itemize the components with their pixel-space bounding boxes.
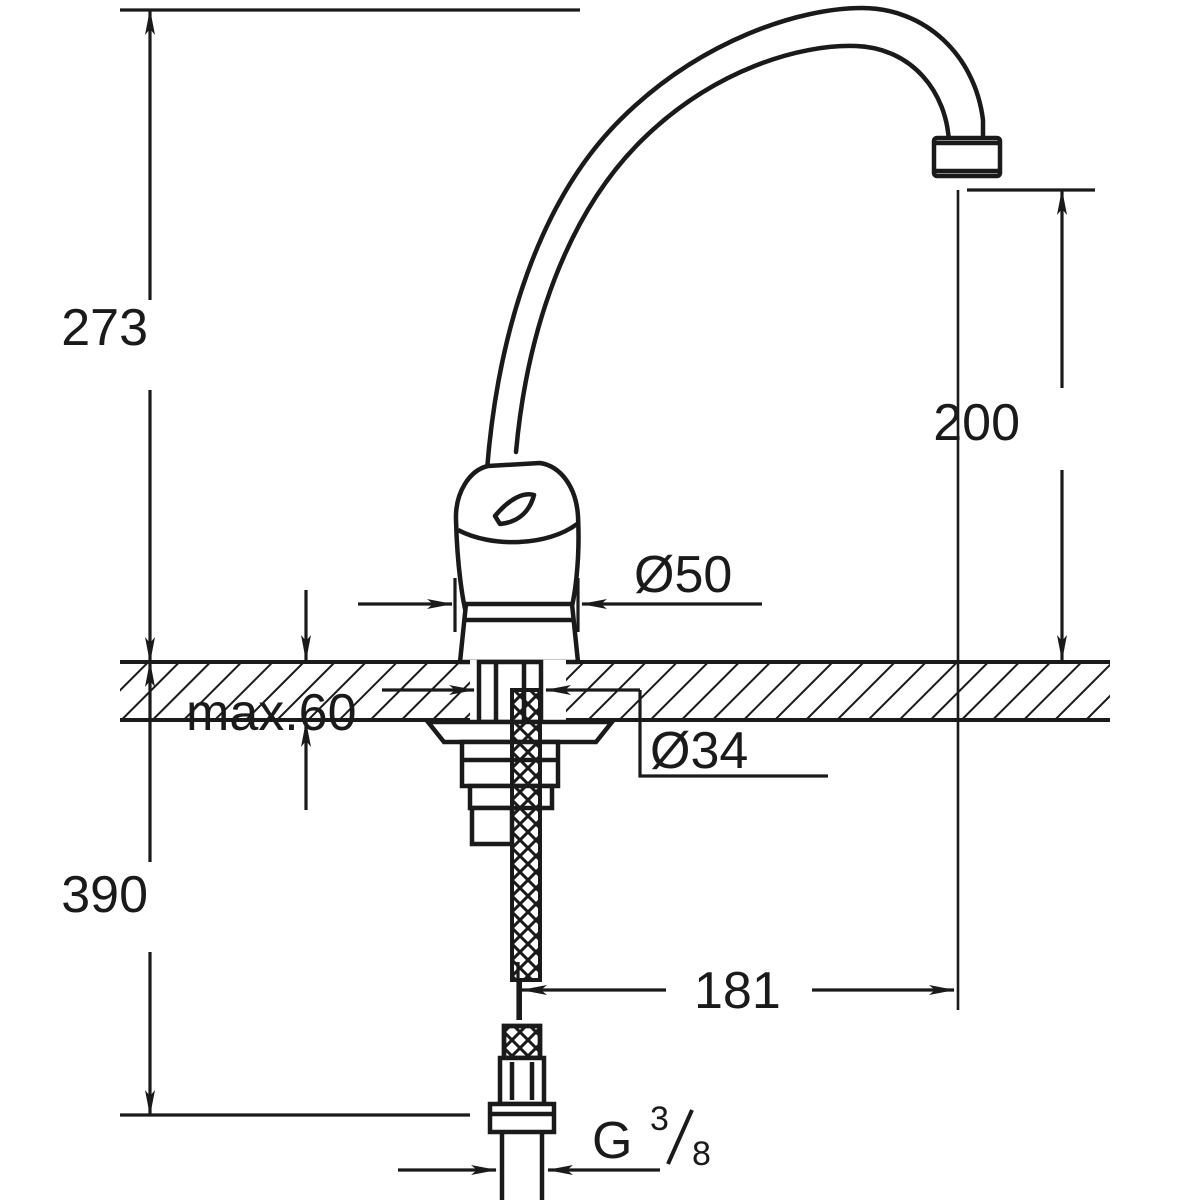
base-collar: [457, 601, 581, 665]
connector-nut: [487, 1101, 557, 1135]
label-base-diameter: Ø50: [634, 546, 732, 604]
spout-inner-curve: [513, 43, 952, 455]
aerator-outlet: [931, 135, 1003, 179]
hose-connector: [487, 1023, 557, 1135]
handle-ring-line: [456, 522, 579, 545]
label-spout-reach: 181: [694, 962, 781, 1020]
dimension-height-total: [120, 8, 580, 663]
thread-letter: G: [592, 1112, 632, 1170]
lever-handle: [453, 460, 581, 629]
dimension-spout-reach: [516, 190, 960, 1020]
connector-collar: [497, 1055, 547, 1107]
dimension-hole-diameter: [382, 685, 828, 778]
label-hole-diameter: Ø34: [650, 722, 748, 780]
leader-34: [638, 690, 828, 778]
handle-indicator-triangle: [492, 492, 537, 527]
spout-outer-curve: [484, 5, 986, 473]
connector-thread-block: [501, 1023, 543, 1061]
faucet-spout-group: [484, 5, 986, 473]
label-spout-height: 200: [933, 394, 1020, 452]
label-depth-below: 390: [61, 866, 148, 924]
dimension-spout-height: [967, 188, 1095, 661]
countertop-left: [120, 662, 470, 720]
dimension-base-diameter: [358, 578, 762, 632]
dimension-depth-below: [120, 661, 470, 1117]
shank-step: [469, 805, 515, 847]
thread-numerator: 3: [650, 1100, 669, 1138]
thread-denominator: 8: [692, 1135, 711, 1173]
handle-body: [453, 460, 581, 629]
faucet-base: [457, 601, 581, 665]
label-height-total: 273: [61, 299, 148, 357]
thread-fraction-slash: [666, 1109, 694, 1165]
flexible-hose: [499, 1132, 545, 1200]
countertop-right: [566, 662, 1110, 720]
label-counter-thickness: max.60: [186, 684, 357, 742]
label-thread-size: G 3 8: [592, 1100, 711, 1173]
threaded-shank: [510, 688, 542, 982]
